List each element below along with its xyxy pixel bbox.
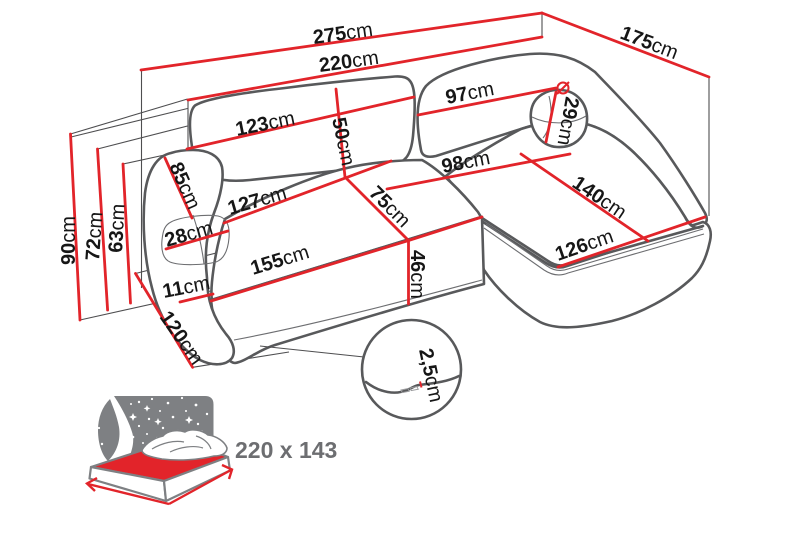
svg-text:72cm: 72cm xyxy=(82,211,107,261)
svg-text:220 x 143: 220 x 143 xyxy=(235,437,337,463)
svg-text:63cm: 63cm xyxy=(105,203,130,253)
svg-text:11cm: 11cm xyxy=(161,272,212,303)
svg-text:220cm: 220cm xyxy=(318,47,381,77)
svg-text:90cm: 90cm xyxy=(58,216,80,265)
svg-text:29cm: 29cm xyxy=(553,95,583,147)
svg-text:28cm: 28cm xyxy=(162,217,215,252)
svg-text:50cm: 50cm xyxy=(327,115,359,167)
svg-text:275cm: 275cm xyxy=(312,19,375,49)
svg-text:97cm: 97cm xyxy=(444,78,496,109)
svg-text:46cm: 46cm xyxy=(406,250,428,299)
svg-text:98cm: 98cm xyxy=(440,147,492,178)
svg-text:2,5cm: 2,5cm xyxy=(414,346,447,404)
